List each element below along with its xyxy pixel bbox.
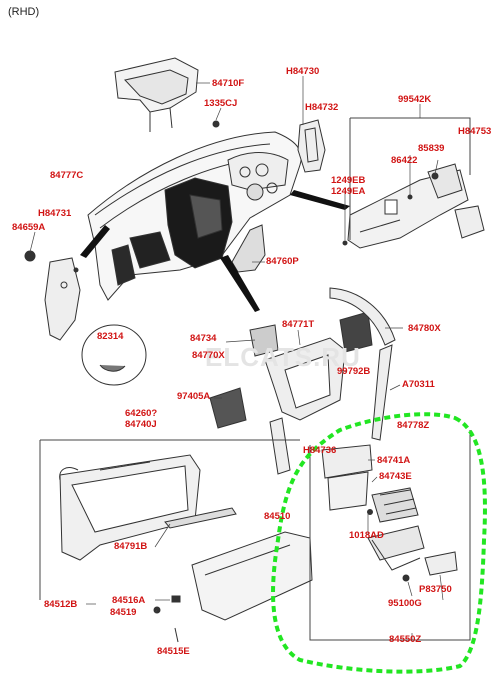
part-H84736[interactable]: H84736 xyxy=(303,445,337,456)
part-99792B[interactable]: 99792B xyxy=(337,366,371,377)
part-1249EB[interactable]: 1249EB xyxy=(331,175,366,186)
part-H84731[interactable]: H84731 xyxy=(38,208,72,219)
part-84515E[interactable]: 84515E xyxy=(157,646,190,657)
part-84516A[interactable]: 84516A xyxy=(112,595,146,606)
part-H84730[interactable]: H84730 xyxy=(286,66,320,77)
part-84734[interactable]: 84734 xyxy=(190,333,217,344)
part-95100G[interactable]: 95100G xyxy=(388,598,422,609)
part-A70311[interactable]: A70311 xyxy=(402,379,435,390)
part-84778Z[interactable]: 84778Z xyxy=(397,420,430,431)
vent-left xyxy=(209,387,247,429)
part-H84732[interactable]: H84732 xyxy=(305,102,339,113)
box-84550z xyxy=(367,525,425,561)
part-84760P[interactable]: 84760P xyxy=(266,256,299,267)
part-84740J[interactable]: 84740J xyxy=(125,419,157,430)
part-H84753[interactable]: H84753 xyxy=(458,126,492,137)
tray-84743e xyxy=(371,487,419,523)
watermark: ELCATS.RU xyxy=(205,342,361,372)
glovebox-lid xyxy=(191,531,313,621)
inset-82314 xyxy=(81,324,147,386)
part-84550Z[interactable]: 84550Z xyxy=(389,634,422,645)
side-bracket xyxy=(297,119,326,173)
part-84770X[interactable]: 84770X xyxy=(192,350,225,361)
part-84519[interactable]: 84519 xyxy=(110,607,137,618)
part-64260[interactable]: 64260? xyxy=(125,408,158,419)
part-P83750[interactable]: P83750 xyxy=(419,584,452,595)
part-85839[interactable]: 85839 xyxy=(418,143,445,154)
part-84777C[interactable]: 84777C xyxy=(50,170,84,181)
part-84791B[interactable]: 84791B xyxy=(114,541,148,552)
bracket-84760p xyxy=(231,224,266,273)
part-86422[interactable]: 86422 xyxy=(391,155,418,166)
part-84512B[interactable]: 84512B xyxy=(44,599,78,610)
part-99542K[interactable]: 99542K xyxy=(398,94,432,105)
part-84659A[interactable]: 84659A xyxy=(12,222,46,233)
part-84743E[interactable]: 84743E xyxy=(379,471,412,482)
trim-right xyxy=(329,287,396,346)
part-1018AD[interactable]: 1018AD xyxy=(349,530,384,541)
part-84710F[interactable]: 84710F xyxy=(212,78,245,89)
part-84510[interactable]: 84510 xyxy=(264,511,291,522)
part-1335CJ[interactable]: 1335CJ xyxy=(204,98,238,109)
highlight-outline xyxy=(271,412,487,674)
vent-right xyxy=(339,311,373,353)
part-82314[interactable]: 82314 xyxy=(97,331,124,342)
part-1249EA[interactable]: 1249EA xyxy=(331,186,366,197)
part-97405A[interactable]: 97405A xyxy=(177,391,211,402)
glovebox-frame xyxy=(321,444,373,479)
part-84741A[interactable]: 84741A xyxy=(377,455,411,466)
part-84780X[interactable]: 84780X xyxy=(408,323,441,334)
variant-label: (RHD) xyxy=(8,6,40,18)
part-84771T[interactable]: 84771T xyxy=(282,319,315,330)
side-cover xyxy=(44,257,81,341)
